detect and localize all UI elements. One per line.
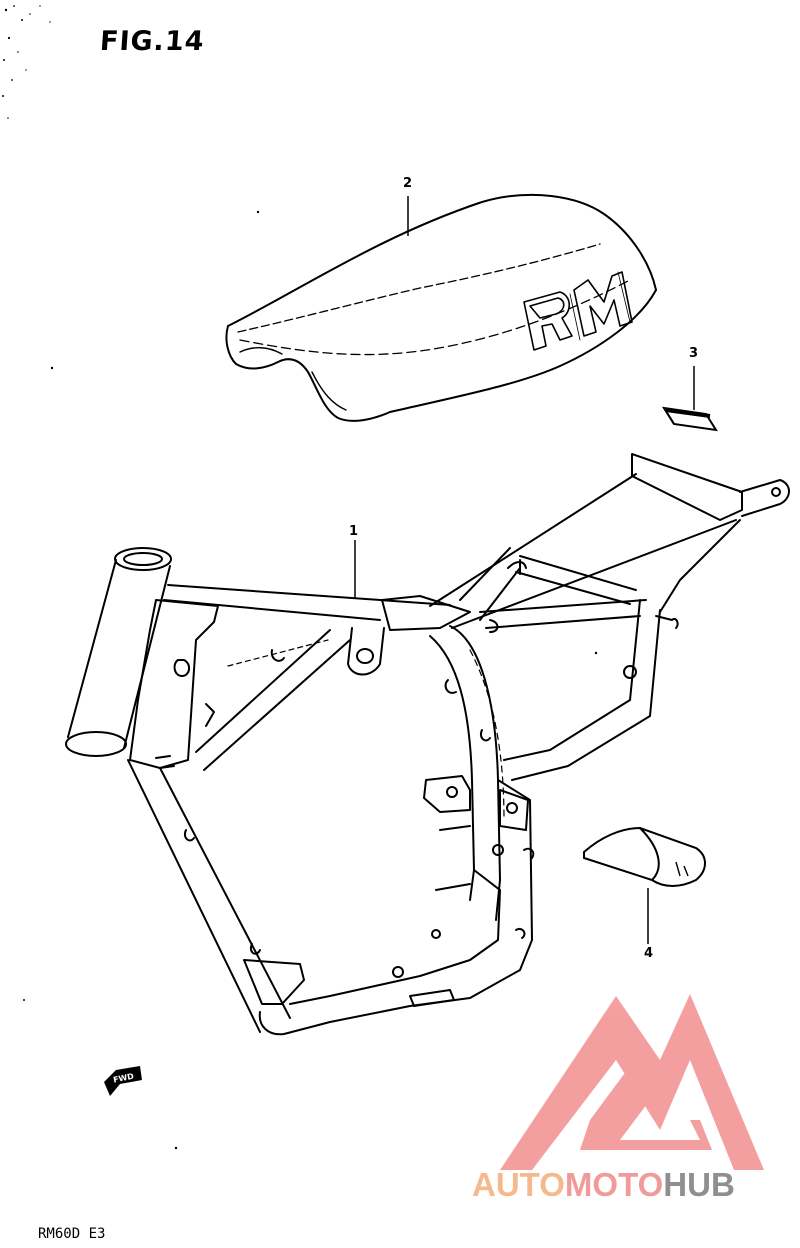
frame-part-1 <box>65 453 790 1036</box>
callout-3: 3 <box>689 346 699 361</box>
leader-lines <box>354 196 695 944</box>
fwd-arrow-icon: FWD <box>104 1066 142 1096</box>
seat-part-2 <box>225 193 657 422</box>
watermark-text: AUTOMOTOHUB <box>472 1166 735 1204</box>
protector-part-4 <box>583 826 706 887</box>
fwd-label: FWD <box>112 1072 135 1085</box>
watermark-text-moto: MOTO <box>564 1166 664 1203</box>
cushion-part-3 <box>662 406 718 432</box>
watermark-text-auto: AUTO <box>472 1166 565 1203</box>
watermark-logo <box>500 994 764 1170</box>
model-code: RM60D E3 <box>38 1226 106 1242</box>
callout-2: 2 <box>403 176 413 191</box>
callout-1: 1 <box>349 524 359 539</box>
callout-4: 4 <box>644 946 654 961</box>
scan-noise <box>2 5 598 1150</box>
watermark-text-hub: HUB <box>663 1166 735 1203</box>
seat-logo-rm <box>523 271 633 351</box>
